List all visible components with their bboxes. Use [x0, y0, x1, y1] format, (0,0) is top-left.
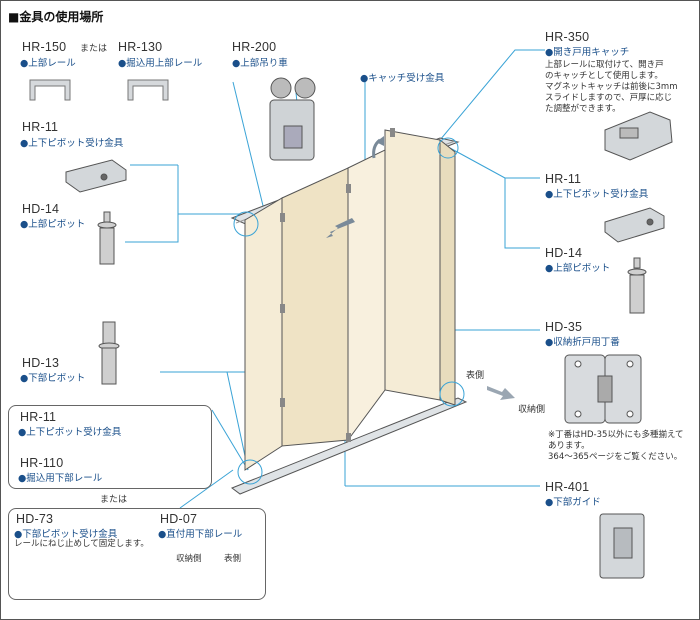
code-hd07: HD-07 [160, 512, 198, 526]
label-front-side-2: 表側 [224, 554, 242, 564]
label-hd14-left: ●上部ピボット [20, 219, 86, 230]
label-storage-side-2: 収納側 [176, 554, 202, 564]
label-hr200: ●上部吊り車 [232, 58, 288, 69]
catch-hr350 [604, 111, 673, 161]
door-panel-rear-a [384, 129, 441, 401]
label-hr401: ●下部ガイド [545, 497, 601, 508]
note-hd73: レールにねじ止めして固定します。 [14, 539, 149, 549]
code-hr350: HR-350 [545, 30, 590, 44]
label-hr350: ●開き戸用キャッチ [545, 47, 630, 58]
label-hr11-left: ●上下ピボット受け金具 [20, 138, 124, 149]
bracket-hr11-left [65, 159, 127, 193]
label-hr11-right: ●上下ピボット受け金具 [545, 189, 649, 200]
label-hr150: ●上部レール [20, 58, 76, 69]
label-hd35: ●収納折戸用丁番 [545, 337, 620, 348]
alt-box-upper [8, 405, 212, 489]
pivot-hd14-left [97, 211, 117, 265]
or-label: または [80, 44, 108, 54]
label-hr11-box: ●上下ピボット受け金具 [18, 427, 122, 438]
motion-arrows [326, 136, 515, 400]
door-panels [244, 129, 456, 471]
door-panel-left [244, 197, 283, 471]
code-hd73: HD-73 [16, 512, 54, 526]
code-hd14-left: HD-14 [22, 202, 60, 216]
door-panel-open [347, 149, 386, 442]
label-storage-side: 収納側 [518, 405, 546, 415]
label-hr110: ●掘込用下部レール [18, 473, 103, 484]
pivot-hd13 [98, 321, 120, 385]
label-catch: ●キャッチ受け金具 [360, 73, 445, 84]
hanger-wheel-hr200 [269, 77, 316, 161]
bracket-hr11-right [604, 207, 665, 243]
front-storage-arrow [487, 386, 515, 400]
door-panel-middle [281, 167, 349, 447]
code-hr150: HR-150 [22, 40, 67, 54]
slide-arrow [326, 218, 355, 238]
or-label-2: または [100, 495, 128, 505]
door-panel-rear-b [439, 138, 456, 406]
label-hd14-right: ●上部ピボット [545, 263, 611, 274]
code-hr401: HR-401 [545, 480, 590, 494]
code-hd35: HD-35 [545, 320, 583, 334]
code-hr110: HR-110 [20, 456, 64, 470]
bottom-rail [230, 397, 468, 495]
code-hr11-box: HR-11 [20, 410, 57, 424]
page-title: ■金具の使用場所 [8, 10, 104, 24]
rail-profile-hr150 [29, 79, 71, 101]
label-hr130: ●掘込用上部レール [118, 58, 203, 69]
code-hr130: HR-130 [118, 40, 163, 54]
pivot-hd14-right [627, 257, 647, 314]
code-hr11-right: HR-11 [545, 172, 582, 186]
pivot-highlights [233, 137, 465, 485]
code-hr11-left: HR-11 [22, 120, 59, 134]
code-hr200: HR-200 [232, 40, 277, 54]
label-hd07: ●直付用下部レール [158, 529, 243, 540]
label-hd13: ●下部ピボット [20, 373, 86, 384]
guide-hr401 [599, 513, 645, 579]
note-hr350: 上部レールに取付けて、開き戸 のキャッチとして使用します。 マグネットキャッチは… [545, 60, 678, 114]
hinge-note: ※丁番はHD-35以外にも多種揃えて あります。 364〜365ページをご覧くだ… [548, 430, 684, 462]
alt-box-lower [8, 508, 266, 600]
hinge-marks [280, 128, 395, 442]
code-hd13: HD-13 [22, 356, 60, 370]
hinge-hd35 [564, 354, 642, 424]
label-hd73: ●下部ピボット受け金具 [14, 529, 118, 540]
label-front-side: 表側 [466, 371, 485, 381]
code-hd14-right: HD-14 [545, 246, 583, 260]
rail-profile-hr130 [127, 79, 169, 101]
